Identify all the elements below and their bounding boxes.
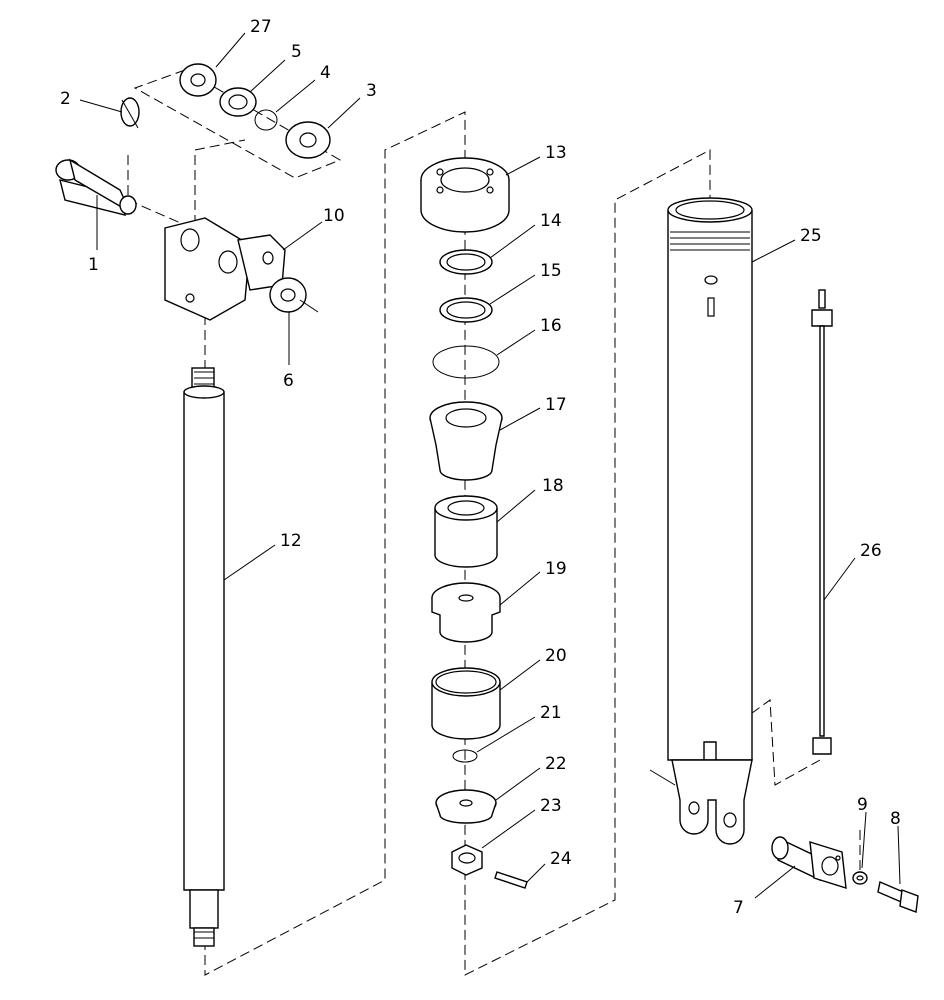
part-8-bolt	[877, 881, 919, 913]
part-21-o-ring	[452, 749, 478, 763]
part-15-wiper	[439, 297, 493, 323]
leader-lines	[79, 32, 901, 899]
callout-2: 2	[60, 89, 71, 109]
part-5-bushing	[219, 87, 257, 117]
callout-23: 23	[540, 796, 562, 816]
callout-10: 10	[323, 206, 345, 226]
callout-4: 4	[320, 63, 331, 83]
part-1-clevis-pin	[55, 158, 137, 216]
part-26-hydraulic-tube	[811, 289, 833, 755]
part-17-gland	[429, 401, 503, 481]
callout-3: 3	[366, 81, 377, 101]
callout-13: 13	[545, 143, 567, 163]
part-3-washer	[285, 121, 331, 159]
callout-1: 1	[88, 255, 99, 275]
part-18-spacer-tube	[434, 495, 498, 568]
part-25-cylinder-barrel	[649, 197, 753, 845]
callout-26: 26	[860, 541, 882, 561]
part-7-pivot-pin	[771, 836, 847, 889]
callout-22: 22	[545, 754, 567, 774]
callout-7: 7	[733, 898, 744, 918]
callout-21: 21	[540, 703, 562, 723]
part-20-piston-seal	[431, 667, 501, 740]
part-23-nut	[451, 844, 483, 876]
callout-14: 14	[540, 211, 562, 231]
callout-15: 15	[540, 261, 562, 281]
callout-12: 12	[280, 531, 302, 551]
callout-19: 19	[545, 559, 567, 579]
part-6-spacer	[269, 277, 319, 313]
callout-17: 17	[545, 395, 567, 415]
callout-18: 18	[542, 476, 564, 496]
callout-27: 27	[250, 17, 272, 37]
part-4-snap-ring	[254, 109, 278, 131]
part-24-pin	[494, 871, 528, 889]
part-14-seal	[439, 249, 493, 275]
callout-25: 25	[800, 226, 822, 246]
callout-labels: 1 2 3 4 5 6 7 8 9 10 12 13 14 15 16 17 1…	[60, 17, 901, 918]
callout-6: 6	[283, 371, 294, 391]
part-2-cotter-pin	[120, 97, 140, 129]
part-10-rod-clevis	[164, 217, 286, 321]
callout-24: 24	[550, 849, 572, 869]
part-19-piston	[431, 582, 501, 643]
callout-9: 9	[857, 795, 868, 815]
part-27-washer	[179, 63, 217, 97]
part-12-piston-rod	[183, 367, 225, 947]
part-22-washer	[435, 789, 497, 824]
callout-8: 8	[890, 809, 901, 829]
callout-5: 5	[291, 42, 302, 62]
callout-16: 16	[540, 316, 562, 336]
part-9-lock-washer	[852, 871, 868, 885]
callout-20: 20	[545, 646, 567, 666]
part-16-o-ring	[432, 345, 500, 379]
part-13-gland-nut	[420, 157, 510, 233]
